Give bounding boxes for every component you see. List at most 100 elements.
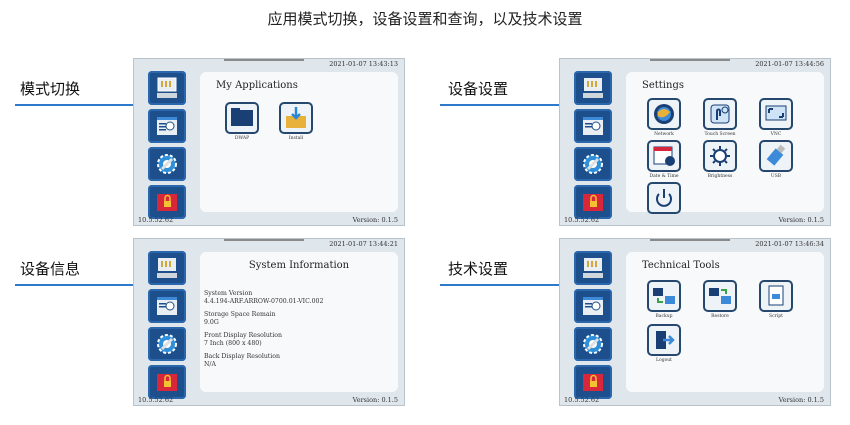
tool-backup[interactable]: Backup [644, 280, 684, 319]
sidebar-item-security[interactable] [574, 185, 612, 219]
info-label: System Version [204, 290, 253, 297]
info-row: System Version 4.4.194-ARF.ARROW-0700.01… [204, 290, 323, 306]
globe-icon [647, 98, 681, 130]
ip-address: 10.5.52.62 [564, 396, 600, 404]
computer-icon [583, 78, 603, 98]
backup-icon [647, 280, 681, 312]
timestamp: 2021-01-07 13:43:13 [329, 60, 398, 68]
tool-label: Script [769, 314, 783, 319]
timestamp: 2021-01-07 13:46:34 [755, 240, 824, 248]
gear-wrench-icon [583, 334, 603, 354]
setting-touch-screen[interactable]: Touch Screen [700, 98, 740, 137]
lock-icon [583, 374, 603, 391]
computer-icon [157, 77, 177, 98]
status-bar: 2021-01-07 13:43:13 [134, 59, 404, 69]
ip-address: 10.5.52.62 [564, 216, 600, 224]
version: Version: 0.1.5 [352, 396, 398, 404]
sidebar [574, 251, 614, 403]
status-bar: 2021-01-07 13:44:56 [560, 59, 830, 69]
version: Version: 0.1.5 [352, 216, 398, 224]
lock-icon [157, 374, 177, 391]
setting-label: Touch Screen [704, 132, 736, 137]
setting-date-time[interactable]: Date & Time [644, 140, 684, 179]
sidebar-item-settings[interactable] [148, 147, 186, 181]
app-dwap[interactable]: DWAP [222, 102, 262, 141]
setting-brightness[interactable]: Brightness [700, 140, 740, 179]
sidebar-item-applications[interactable] [574, 71, 612, 105]
version: Version: 0.1.5 [778, 216, 824, 224]
app-label: Install [288, 136, 304, 141]
sidebar-item-security[interactable] [148, 185, 186, 219]
panel-title: System Information [248, 260, 350, 271]
page-heading: 应用模式切换，设备设置和查询，以及技术设置 [267, 10, 583, 28]
sidebar-item-applications[interactable] [574, 251, 612, 285]
line-device-settings [440, 104, 560, 106]
label-mode-switch: 模式切换 [20, 80, 81, 98]
info-label: Front Display Resolution [204, 332, 282, 339]
tool-script[interactable]: Script [756, 280, 796, 319]
status-bar: 2021-01-07 13:46:34 [560, 239, 830, 249]
info-row: Front Display Resolution 7 Inch (800 x 4… [204, 332, 282, 348]
brightness-icon [703, 140, 737, 172]
power-icon [647, 182, 681, 214]
label-device-settings: 设备设置 [448, 80, 509, 98]
sidebar-item-security[interactable] [148, 365, 186, 399]
screen-system-information: 2021-01-07 13:44:21 System Information S… [133, 238, 405, 406]
sidebar-item-applications[interactable] [148, 251, 186, 285]
app-label: DWAP [234, 136, 250, 141]
line-mode-switch [15, 104, 135, 106]
touch-icon [703, 98, 737, 130]
gear-wrench-icon [583, 154, 603, 174]
settings-panel: Settings Network Touch Screen VNC Date &… [626, 72, 824, 214]
tool-logout[interactable]: Logout [644, 324, 684, 363]
info-label: Storage Space Remain [204, 311, 276, 318]
panel-title: My Applications [216, 80, 298, 91]
screen-technical-tools: 2021-01-07 13:46:34 Technical Tools Back… [559, 238, 831, 406]
setting-label: USB [770, 174, 782, 179]
sidebar-item-settings[interactable] [574, 147, 612, 181]
setting-label: Network [654, 132, 674, 137]
gear-wrench-icon [157, 334, 177, 354]
panel-title: Technical Tools [642, 260, 720, 271]
sidebar-item-settings[interactable] [574, 327, 612, 361]
setting-vnc[interactable]: VNC [756, 98, 796, 137]
gear-wrench-icon [157, 154, 177, 174]
info-value: 7 Inch (800 x 480) [204, 340, 262, 347]
logout-icon [647, 324, 681, 356]
line-device-info [15, 284, 135, 286]
info-label: Back Display Resolution [204, 353, 280, 360]
ip-address: 10.5.52.62 [138, 396, 174, 404]
sidebar-item-info[interactable] [574, 289, 612, 323]
setting-power[interactable] [644, 182, 684, 214]
timestamp: 2021-01-07 13:44:56 [755, 60, 824, 68]
system-information-panel: System Information System Version 4.4.19… [200, 252, 398, 392]
applications-panel: My Applications DWAP Install [200, 72, 398, 212]
sidebar [574, 71, 614, 223]
sidebar-item-info[interactable] [148, 289, 186, 323]
tool-restore[interactable]: Restore [700, 280, 740, 319]
setting-usb[interactable]: USB [756, 140, 796, 179]
sidebar-item-security[interactable] [574, 365, 612, 399]
calendar-icon [647, 140, 681, 172]
panel-title: Settings [642, 80, 684, 91]
info-window-icon [157, 117, 177, 135]
technical-tools-panel: Technical Tools Backup Restore Script Lo… [626, 252, 824, 392]
line-tech-settings [440, 284, 560, 286]
sidebar-item-info[interactable] [148, 109, 186, 143]
info-window-icon [583, 297, 603, 315]
setting-label: VNC [770, 132, 782, 137]
label-device-info: 设备信息 [20, 260, 81, 278]
sidebar [148, 251, 188, 403]
sidebar-item-applications[interactable] [148, 71, 186, 105]
install-icon [279, 102, 313, 134]
info-value: N/A [204, 361, 216, 368]
computer-icon [583, 258, 603, 278]
app-install[interactable]: Install [276, 102, 316, 141]
info-window-icon [583, 117, 603, 135]
setting-network[interactable]: Network [644, 98, 684, 137]
sidebar-item-info[interactable] [574, 109, 612, 143]
screen-my-applications: 2021-01-07 13:43:13 My Applications DWAP… [133, 58, 405, 226]
sidebar-item-settings[interactable] [148, 327, 186, 361]
lock-icon [157, 194, 177, 211]
script-icon [759, 280, 793, 312]
